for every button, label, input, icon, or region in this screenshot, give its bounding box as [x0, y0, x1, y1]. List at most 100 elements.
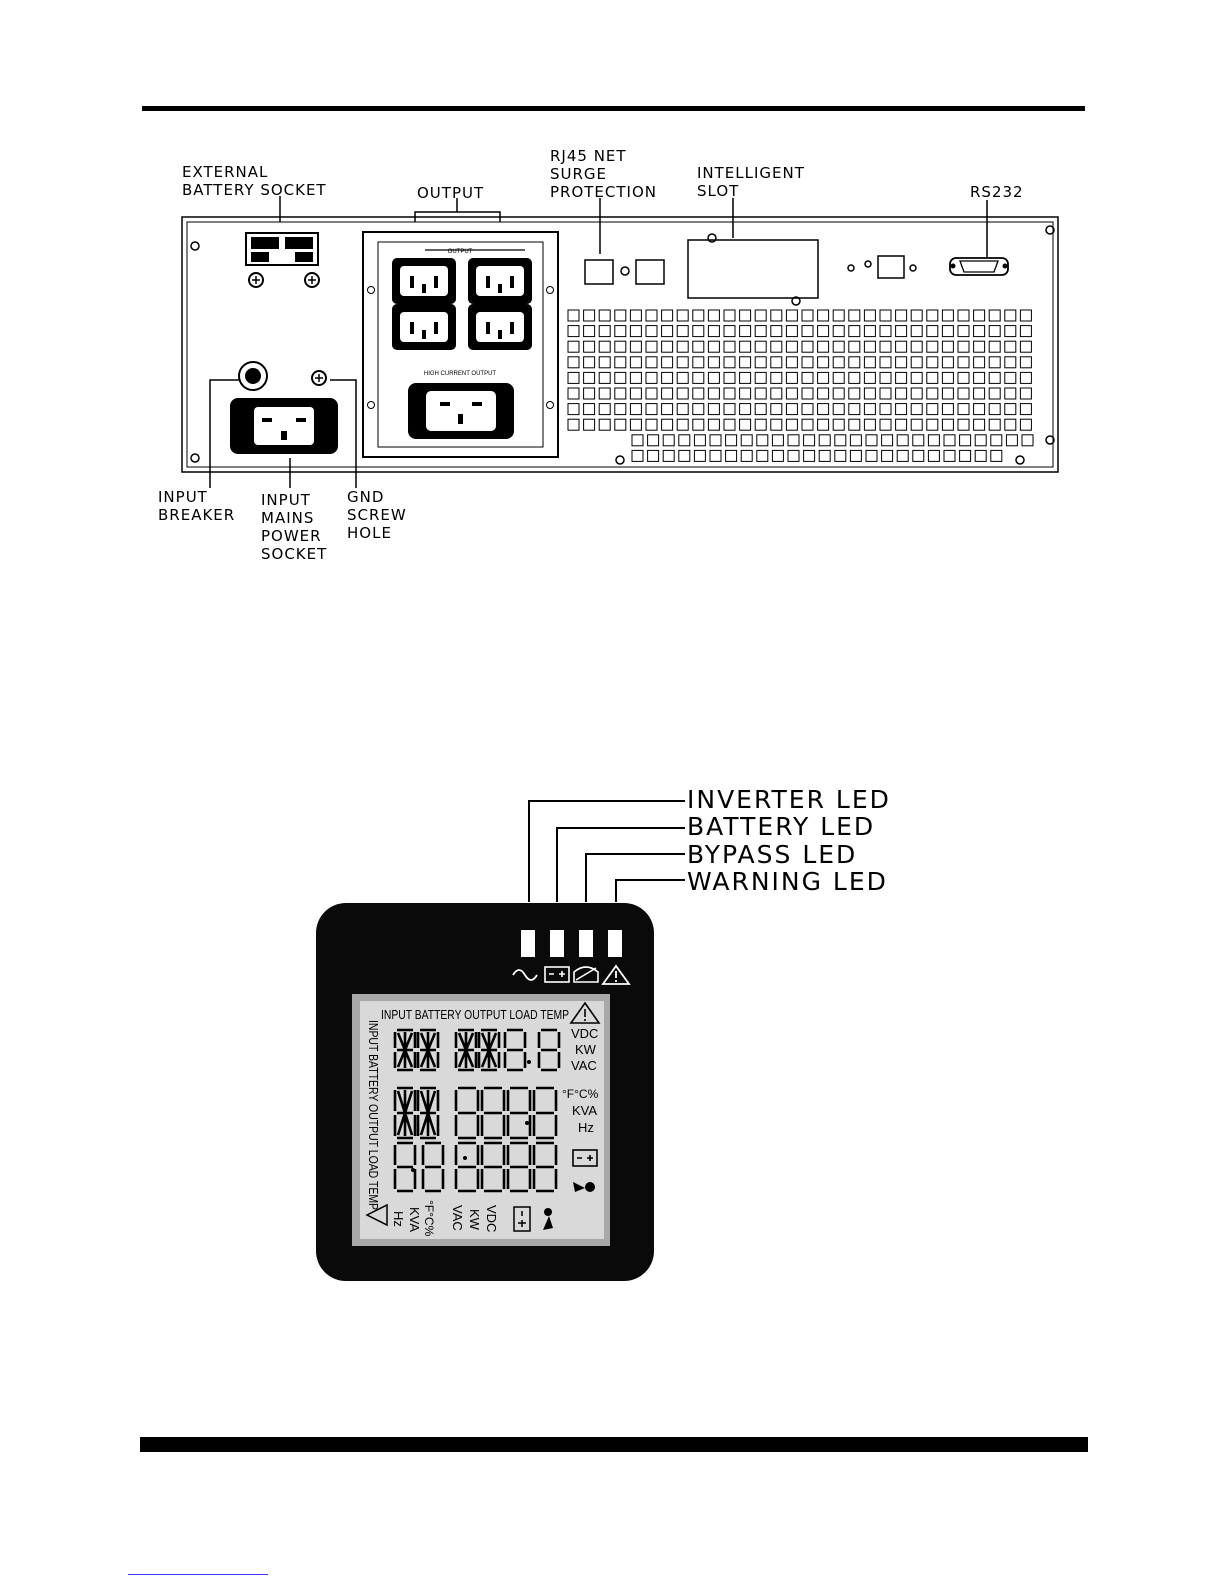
vent-slot	[910, 371, 923, 384]
vent-slot	[598, 418, 611, 431]
vent-slot	[707, 325, 720, 338]
vent-slot	[1019, 418, 1032, 431]
vent-slot	[879, 371, 892, 384]
vent-slot	[707, 309, 720, 322]
vent-slot	[988, 325, 1001, 338]
alphanumeric-segment-digit	[480, 1032, 498, 1068]
vent-slot	[676, 309, 689, 322]
vent-slot	[629, 403, 642, 416]
vent-slot	[661, 340, 674, 353]
vent-slot	[598, 309, 611, 322]
vent-slot	[739, 418, 752, 431]
vent-slot	[863, 340, 876, 353]
vent-slot	[631, 449, 644, 462]
vent-slot	[787, 434, 800, 447]
vent-slot	[817, 418, 830, 431]
vent-slot	[832, 340, 845, 353]
bottom-unit-temp: °F°C%	[422, 1200, 436, 1237]
vent-slot	[567, 418, 580, 431]
vent-slot	[803, 449, 816, 462]
vent-slot	[801, 371, 814, 384]
vent-slot	[973, 371, 986, 384]
seven-segment-digit	[454, 1028, 478, 1072]
vent-slot	[927, 434, 940, 447]
bypass-icon	[573, 966, 599, 983]
vent-slot	[614, 371, 627, 384]
vent-slot	[879, 309, 892, 322]
vent-slot	[926, 340, 939, 353]
vent-slot	[941, 387, 954, 400]
vent-slot	[614, 387, 627, 400]
vent-slot	[849, 434, 862, 447]
vent-slot	[834, 449, 847, 462]
vent-slot	[1004, 325, 1017, 338]
vent-slot	[692, 418, 705, 431]
vent-slot	[832, 309, 845, 322]
warning-led	[608, 930, 622, 957]
vent-slot	[959, 434, 972, 447]
vent-slot	[957, 371, 970, 384]
input-mains-power-socket	[230, 398, 338, 454]
vent-slot	[614, 418, 627, 431]
vent-slot	[879, 418, 892, 431]
decimal-point	[463, 1156, 467, 1160]
seven-segment-digit	[480, 1086, 506, 1140]
vent-slot	[740, 434, 753, 447]
vent-slot	[567, 325, 580, 338]
vent-slot	[863, 371, 876, 384]
vent-slot	[676, 387, 689, 400]
vent-slot	[973, 403, 986, 416]
vent-slot	[941, 356, 954, 369]
vent-slot	[661, 356, 674, 369]
battery-icon	[544, 966, 570, 983]
vent-slot	[647, 449, 660, 462]
vent-slot	[801, 325, 814, 338]
vent-slot	[770, 340, 783, 353]
lcd-bottom-battery-icon	[513, 1206, 531, 1232]
vent-slot	[896, 434, 909, 447]
vent-slot	[926, 418, 939, 431]
vent-slot	[801, 403, 814, 416]
vent-slot	[1019, 356, 1032, 369]
vent-slot	[1004, 371, 1017, 384]
seven-segment-digit	[506, 1141, 532, 1193]
rj45-surge-protection	[584, 259, 665, 285]
vent-slot	[895, 325, 908, 338]
vent-slot	[583, 340, 596, 353]
vent-slot	[770, 309, 783, 322]
vent-slot	[770, 325, 783, 338]
vent-slot	[1019, 309, 1032, 322]
vent-slot	[895, 418, 908, 431]
vent-slot	[1019, 371, 1032, 384]
vent-slot	[692, 309, 705, 322]
vent-slot	[973, 356, 986, 369]
lcd-top-labels: INPUT BATTERY OUTPUT LOAD TEMP	[381, 1007, 569, 1022]
vent-slot	[567, 371, 580, 384]
vent-slot	[910, 356, 923, 369]
seven-segment-digit	[532, 1086, 558, 1140]
output-module-label: OUTPUT	[448, 249, 473, 255]
vent-slot	[863, 325, 876, 338]
vent-slot	[645, 340, 658, 353]
vent-slot	[801, 418, 814, 431]
vent-slot	[645, 356, 658, 369]
vent-slot	[848, 403, 861, 416]
seven-segment-digit	[454, 1141, 480, 1193]
vent-slot	[988, 403, 1001, 416]
alphanumeric-segment-digit	[396, 1090, 414, 1136]
vent-slot	[754, 340, 767, 353]
vent-slot	[863, 309, 876, 322]
vent-slot	[770, 371, 783, 384]
vent-slot	[988, 309, 1001, 322]
vent-slot	[567, 403, 580, 416]
vent-slot	[957, 340, 970, 353]
vent-slot	[941, 340, 954, 353]
vent-slot	[707, 371, 720, 384]
seven-segment-digit	[416, 1086, 440, 1140]
lcd-fan-icon	[573, 1182, 595, 1192]
vent-slot	[988, 387, 1001, 400]
vent-slot	[661, 387, 674, 400]
vent-slot	[1019, 387, 1032, 400]
vent-slot	[770, 387, 783, 400]
unit-hz: Hz	[578, 1120, 594, 1135]
